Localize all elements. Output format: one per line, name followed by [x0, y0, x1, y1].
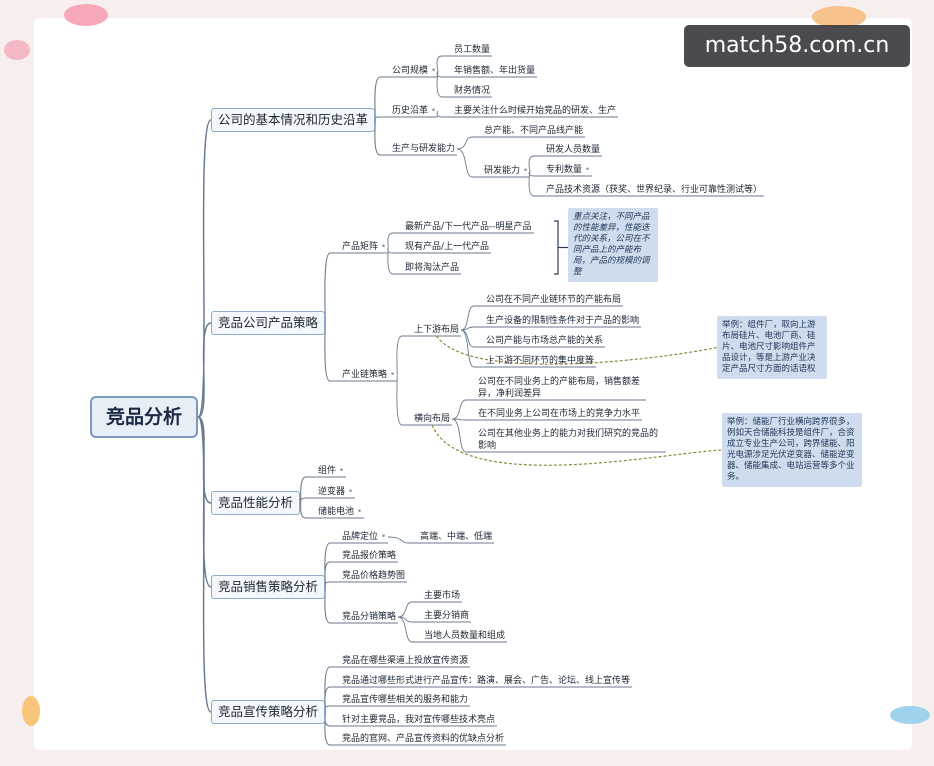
node-distribution[interactable]: 竞品分销策略	[342, 612, 397, 622]
connector-leaf-main-distributor	[397, 616, 471, 623]
leaf-main-market[interactable]: 主要市场	[424, 591, 461, 601]
node-brand-position[interactable]: 品牌定位	[340, 531, 388, 543]
callout-upstream	[436, 335, 718, 365]
node-industry-chain[interactable]: 产业链策略	[340, 369, 397, 381]
note-upstream-example: 举例：组件厂，取向上游布局硅片、电池厂商、硅片、电池尺寸影响组件产品设计，等是上…	[717, 316, 827, 379]
connector-leaf-inverter	[299, 497, 355, 504]
leaf-finance[interactable]: 财务情况	[454, 86, 491, 96]
root-topic[interactable]: 竞品分析	[90, 396, 199, 438]
node-product-matrix[interactable]: 产品矩阵	[340, 241, 388, 253]
leaf-competitiveness[interactable]: 在不同业务上公司在市场上的竞争力水平	[478, 409, 641, 419]
node-history[interactable]: 历史沿革	[390, 105, 438, 117]
leaf-main-distributor[interactable]: 主要分销商	[424, 611, 470, 621]
leaf-inverter[interactable]: 逆变器	[316, 486, 355, 498]
leaf-promo-forms[interactable]: 竞品通过哪些形式进行产品宣传：路演、展会、广告、论坛、线上宣传等	[342, 676, 631, 686]
decoration-bottom-left	[22, 696, 40, 726]
connector-node-distribution	[324, 586, 398, 624]
node-production-rd[interactable]: 生产与研发能力	[392, 144, 456, 154]
branch-sales-strategy[interactable]: 竞品销售策略分析	[211, 575, 326, 599]
leaf-promo-services[interactable]: 竞品宣传哪些相关的服务和能力	[342, 695, 469, 705]
note-matrix: 重点关注，不同产品的性能差异，性能迭代的关系，公司在不同产品上的产能布局，产品的…	[568, 208, 658, 282]
connector-leaf-price-trend	[324, 581, 407, 588]
decoration-top-left	[64, 4, 108, 26]
leaf-website-analysis[interactable]: 竞品的官网、产品宣传资料的优缺点分析	[342, 734, 505, 744]
leaf-total-capacity[interactable]: 总产能、不同产品线产能	[484, 126, 584, 136]
connector-leaf-battery	[299, 502, 364, 519]
callout-horizontal	[431, 424, 723, 466]
matrix-bracket	[554, 220, 559, 275]
connector-node-production-rd	[374, 119, 457, 156]
connector-branch-company-history	[197, 119, 212, 418]
leaf-phase-out[interactable]: 即将淘汰产品	[405, 263, 460, 273]
leaf-concentration[interactable]: 上下游不同环节的集中度等	[486, 356, 595, 366]
connector-leaf-promo-services	[324, 705, 470, 713]
connector-node-rd-capability	[456, 148, 530, 178]
leaf-local-staff[interactable]: 当地人员数量和组成	[424, 631, 506, 641]
leaf-chain-capacity[interactable]: 公司在不同产业链环节的产能布局	[486, 295, 622, 305]
connector-leaf-website-analysis	[324, 711, 506, 746]
connector-node-up-downstream	[396, 335, 461, 376]
connector-leaf-total-capacity	[456, 136, 585, 150]
leaf-price-trend[interactable]: 竞品价格趋势图	[342, 571, 406, 581]
leaf-annual-sales[interactable]: 年销售额、年出货量	[454, 66, 536, 76]
leaf-equipment-limits[interactable]: 生产设备的限制性条件对于产品的影响	[486, 316, 640, 326]
leaf-current-gen[interactable]: 现有产品/上一代产品	[405, 242, 490, 252]
leaf-rd-staff[interactable]: 研发人员数量	[546, 145, 601, 155]
node-rd-capability[interactable]: 研发能力	[482, 165, 530, 177]
connector-branch-promotion-strategy	[197, 416, 212, 713]
watermark: match58.com.cn	[684, 25, 910, 67]
leaf-pricing[interactable]: 竞品报价策略	[342, 551, 397, 561]
leaf-other-business[interactable]: 公司在其他业务上的能力对我们研究的竞品的影响	[478, 429, 659, 451]
branch-promotion-strategy[interactable]: 竞品宣传策略分析	[211, 700, 326, 724]
decoration-bottom-right	[890, 706, 930, 724]
connector-leaf-concentration	[460, 329, 596, 368]
leaf-business-capacity[interactable]: 公司在不同业务上的产能布局，销售额差异，净利润差异	[478, 377, 641, 399]
leaf-patents[interactable]: 专利数量	[544, 164, 592, 176]
connector-leaf-equipment-limits	[460, 326, 641, 331]
connector-leaf-competitiveness	[451, 418, 642, 421]
connector-leaf-other-business	[451, 418, 666, 453]
leaf-modules[interactable]: 组件	[316, 465, 346, 477]
leaf-tiers[interactable]: 高端、中端、低端	[420, 532, 493, 542]
node-horizontal-layout[interactable]: 横向布局	[414, 414, 451, 424]
leaf-capacity-relation[interactable]: 公司产能与市场总产能的关系	[486, 336, 604, 346]
connector-leaf-chain-capacity	[460, 305, 623, 331]
branch-product-strategy[interactable]: 竞品公司产品策略	[211, 311, 326, 335]
decoration-top-right	[812, 6, 866, 28]
leaf-next-gen[interactable]: 最新产品/下一代产品--明星产品	[405, 222, 532, 232]
branch-company-history[interactable]: 公司的基本情况和历史沿革	[211, 108, 376, 132]
connector-branch-product-strategy	[197, 322, 212, 418]
connector-node-product-matrix	[324, 252, 388, 324]
leaf-history-focus[interactable]: 主要关注什么时候开始竞品的研发、生产	[454, 106, 617, 116]
leaf-tech-highlights[interactable]: 针对主要竞品，我对宣传哪些技术亮点	[342, 715, 496, 725]
branch-performance[interactable]: 竞品性能分析	[211, 491, 301, 515]
leaf-promo-channels[interactable]: 竞品在哪些渠道上投放宣传资源	[342, 656, 469, 666]
note-horizontal-example: 举例：储能厂行业横向跨界很多，例如天合储能科技是组件厂，合资成立专业生产公司，跨…	[722, 413, 862, 487]
connector-leaf-local-staff	[397, 616, 507, 643]
connector-node-history	[374, 116, 438, 121]
leaf-tech-resources[interactable]: 产品技术资源（获奖、世界纪录、行业可靠性测试等）	[546, 185, 763, 195]
decoration-left	[4, 40, 30, 60]
node-company-scale[interactable]: 公司规模	[390, 65, 438, 77]
connector-leaf-tiers	[387, 536, 494, 544]
leaf-battery[interactable]: 储能电池	[316, 506, 364, 518]
connector-leaf-main-market	[397, 601, 462, 618]
node-up-downstream[interactable]: 上下游布局	[414, 325, 460, 335]
mindmap-canvas	[34, 18, 912, 750]
connector-leaf-business-capacity	[451, 399, 646, 420]
connector-node-industry-chain	[324, 322, 397, 382]
leaf-employee-count[interactable]: 员工数量	[454, 45, 491, 55]
